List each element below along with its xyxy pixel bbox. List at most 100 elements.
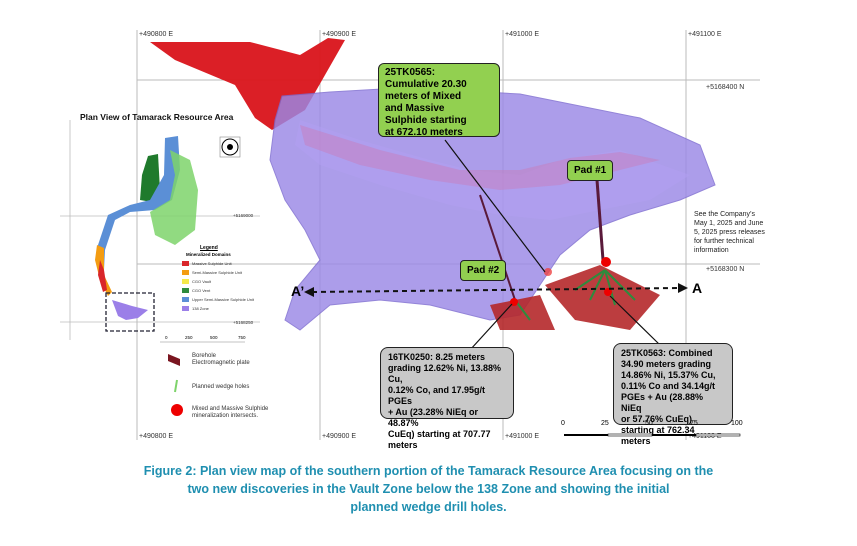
legend-row: Upper Semi-Massive Sulphide Unit xyxy=(182,296,254,305)
easting-label-top: +490800 E xyxy=(139,31,174,38)
caption-line: Figure 2: Plan view map of the southern … xyxy=(143,464,714,478)
callout-line: 34.90 meters grading xyxy=(621,359,712,369)
section-label-a: A xyxy=(692,280,703,296)
callout-line: or 57.76% CuEq) xyxy=(621,414,693,424)
legend-subtitle: Mineralized Domains xyxy=(186,252,231,257)
legend-label: CGO Vent xyxy=(192,288,211,293)
scale-tick: 75 xyxy=(690,420,698,427)
inset-focus-box xyxy=(105,292,155,332)
caption-line: two new discoveries in the Vault Zone be… xyxy=(187,482,670,496)
inset-scale-tick: 500 xyxy=(210,335,218,340)
leader-line xyxy=(444,139,546,273)
leader-line xyxy=(609,295,661,346)
legend-row: CGO Vent xyxy=(182,287,252,296)
northing-label: +5168300 N xyxy=(706,266,745,273)
section-label-a-prime: A’ xyxy=(291,283,305,299)
scale-tick: 25 xyxy=(601,420,609,427)
easting-label-bottom: +490900 E xyxy=(322,433,357,440)
callout-25tk0565: 25TK0565: Cumulative 20.30 meters of Mix… xyxy=(378,63,500,138)
pad-2-label: Pad #2 xyxy=(460,260,507,281)
legend-swatch xyxy=(182,288,189,293)
callout-line: starting at 762.34 meters xyxy=(621,425,695,446)
callout-25tk0563: 25TK0563: Combined 34.90 meters grading … xyxy=(613,343,733,446)
borehole-legend-label: Borehole Electromagnetic plate xyxy=(192,353,250,366)
leader-line xyxy=(469,303,513,351)
north-arrow-icon xyxy=(219,136,241,158)
callout-line: at 672.10 meters xyxy=(385,127,463,138)
legend-label: Semi-Massive Sulphide Unit xyxy=(192,270,243,275)
callout-line: 14.86% Ni, 15.37% Cu, xyxy=(621,370,716,380)
legend-title: Legend xyxy=(200,245,218,251)
section-arrow-left xyxy=(304,287,314,297)
legend-swatch xyxy=(182,297,189,302)
inset-map xyxy=(60,120,260,343)
callout-line: + Au (23.28% NiEq or 48.87% xyxy=(388,407,478,428)
callout-line: 0.11% Co and 34.14g/t xyxy=(621,381,716,391)
intersect-marker xyxy=(601,257,611,267)
inset-scale-tick: 0 xyxy=(165,335,168,340)
inset-cgo-vault xyxy=(150,150,198,245)
intersect-legend-label: Mixed and Massive Sulphide mineralizatio… xyxy=(192,406,269,419)
legend-list: Massive Sulphide Unit Semi-Massive Sulph… xyxy=(182,260,254,314)
caption-line: planned wedge drill holes. xyxy=(350,500,507,514)
legend-label: Massive Sulphide Unit xyxy=(192,261,232,266)
section-arrow-right xyxy=(678,283,688,293)
legend-swatch xyxy=(182,306,189,311)
drill-hole-trace xyxy=(595,179,605,261)
callout-line: meters of Mixed xyxy=(385,91,462,102)
legend-row: CGO Vault xyxy=(182,278,252,287)
pad-1-label: Pad #1 xyxy=(567,160,614,181)
borehole-plate-icon xyxy=(168,354,180,366)
bhem-plate xyxy=(545,265,660,330)
legend-swatch xyxy=(182,261,189,266)
scale-bar xyxy=(564,433,741,437)
callout-line: Cumulative 20.30 xyxy=(385,79,467,90)
callout-line: 0.12% Co, and 17.95g/t PGEs xyxy=(388,385,486,406)
legend-row: Massive Sulphide Unit xyxy=(182,260,252,269)
legend-row: Semi-Massive Sulphide Unit xyxy=(182,269,252,278)
symbol-legend-icons xyxy=(168,354,183,416)
easting-label-bottom: +491000 E xyxy=(505,433,540,440)
scale-tick: 100 xyxy=(731,420,743,427)
easting-label-top: +490900 E xyxy=(322,31,357,38)
note-line: May 1, 2025 and June xyxy=(694,220,764,227)
easting-label-top: +491000 E xyxy=(505,31,540,38)
inset-cgo-vent xyxy=(140,154,160,202)
callout-line: 25TK0563: Combined xyxy=(621,348,713,358)
wedge-legend-label: Planned wedge holes xyxy=(192,384,250,390)
inset-massive xyxy=(98,260,107,292)
inset-title: Plan View of Tamarack Resource Area xyxy=(80,112,234,122)
scale-tick: 50 xyxy=(645,420,653,427)
bhem-plate xyxy=(490,295,555,330)
figure-caption: Figure 2: Plan view map of the southern … xyxy=(0,462,857,516)
scale-tick: 0 xyxy=(561,420,565,427)
callout-line: Sulphide starting xyxy=(385,115,467,126)
legend-label: CGO Vault xyxy=(192,279,212,284)
inset-northing: +5169000 xyxy=(233,213,254,218)
drill-hole-trace xyxy=(479,194,516,301)
zone-138-highlight xyxy=(295,120,690,220)
legend-swatch xyxy=(182,270,189,275)
callout-16tk0250: 16TK0250: 8.25 meters grading 12.62% Ni,… xyxy=(380,347,514,450)
callout-line: grading 12.62% Ni, 13.88% Cu, xyxy=(388,363,502,384)
wedge-hole-icon xyxy=(174,379,178,393)
note-line: 5, 2025 press releases xyxy=(694,229,765,236)
easting-label-bottom: +491100 E xyxy=(688,433,722,440)
inset-138-zone xyxy=(112,300,148,320)
callout-line: meters xyxy=(388,440,418,450)
callout-line: and Massive xyxy=(385,103,445,114)
intersect-icon xyxy=(171,404,183,416)
legend-swatch xyxy=(182,279,189,284)
callout-line: 25TK0565: xyxy=(385,67,436,78)
intersect-marker xyxy=(544,268,552,276)
easting-label-bottom: +490800 E xyxy=(139,433,174,440)
intersect-marker xyxy=(604,288,612,296)
northing-label: +5168400 N xyxy=(706,84,745,91)
callout-line: CuEq) starting at 707.77 xyxy=(388,429,491,439)
inset-upper-semi-massive xyxy=(98,136,180,270)
easting-label-top: +491100 E xyxy=(688,31,722,38)
legend-row: 138 Zone xyxy=(182,305,252,314)
section-line xyxy=(311,287,681,293)
callout-line: PGEs + Au (28.88% NiEq xyxy=(621,392,703,413)
legend-label: 138 Zone xyxy=(192,306,209,311)
